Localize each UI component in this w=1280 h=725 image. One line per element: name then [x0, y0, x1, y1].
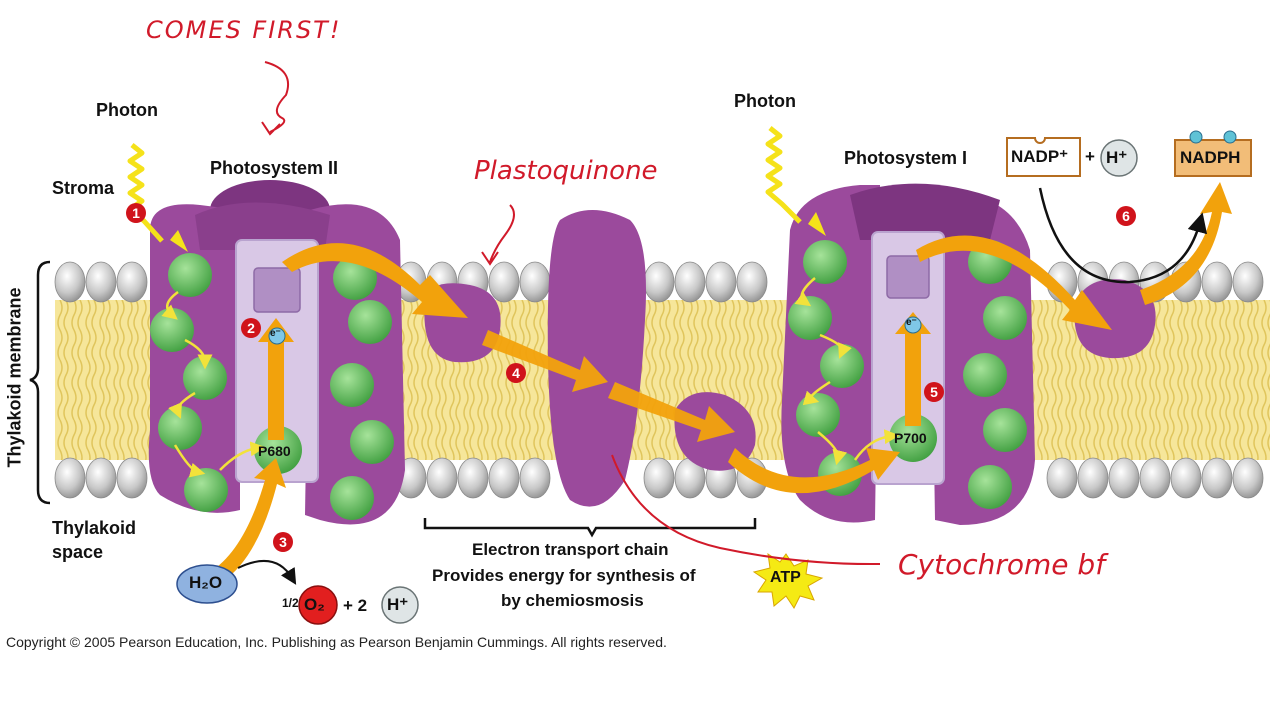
nadph-h-dot [1189, 130, 1203, 144]
step-badge-2: 2 [241, 318, 261, 338]
annotation-comes-first: COMES FIRST! [146, 16, 342, 44]
lipid-head [116, 261, 148, 303]
proton-top-circle [1100, 139, 1138, 177]
copyright-text: Copyright © 2005 Pearson Education, Inc.… [6, 634, 667, 650]
photosystem-i-label: Photosystem I [844, 148, 968, 168]
electron-right-circle [904, 316, 922, 334]
energy-transfer-arrows [161, 277, 900, 478]
lipid-head [1108, 457, 1140, 499]
lipid-head [1077, 457, 1109, 499]
lipid-head [736, 261, 768, 303]
annotation-plastoquinone: Plastoquinone [474, 156, 658, 186]
lipid-head [519, 457, 551, 499]
lipid-head [1046, 457, 1078, 499]
lipid-head [1170, 457, 1202, 499]
nadp-box [1006, 137, 1081, 177]
cytochrome-complex [547, 210, 646, 507]
membrane-bracket [29, 260, 51, 505]
annotation-arrow-comes-first [261, 61, 290, 136]
step-badge-1: 1 [126, 203, 146, 223]
stroma-label: Stroma [52, 178, 115, 198]
annotation-arrow-plastoquinone [481, 204, 515, 266]
step-badge-5: 5 [924, 382, 944, 402]
lipid-head [116, 457, 148, 499]
lipid-head [519, 261, 551, 303]
etc-chemiosmosis: by chemiosmosis [501, 591, 644, 610]
photon-label-right: Photon [734, 91, 796, 111]
lipid-heads-bottom [54, 457, 1264, 499]
etc-subtitle: Provides energy for synthesis of [432, 566, 696, 585]
lipid-head [1201, 261, 1233, 303]
electron-label-right: e⁻ [906, 317, 917, 328]
lipid-head [1139, 457, 1171, 499]
electron-label-left: e⁻ [270, 328, 281, 339]
oxygen-label: O₂ [304, 595, 325, 614]
ps2-chlorophylls [150, 253, 394, 520]
proton-top-label: H⁺ [1106, 148, 1128, 167]
photon-arrow-right [808, 212, 826, 236]
nadp-reductase-blob [1074, 279, 1156, 359]
oxygen-circle [298, 585, 338, 625]
thylakoid-membrane-label: Thylakoid membrane [4, 287, 25, 468]
photon-arrow-left [170, 230, 188, 252]
proton-bottom-circle [381, 586, 419, 624]
thylakoid-space-label-1: Thylakoid [52, 518, 137, 538]
lipid-head [488, 261, 520, 303]
lipid-head [643, 261, 675, 303]
proton-bottom-label: H⁺ [387, 595, 409, 614]
step-badge-6: 6 [1116, 206, 1136, 226]
photosystem-ii-label: Photosystem II [210, 158, 339, 178]
p680-label: P680 [258, 443, 291, 459]
annotation-cytochrome: Cytochrome bf [898, 548, 1106, 581]
step-badge-4: 4 [506, 363, 526, 383]
nadph-h-dot [1223, 130, 1237, 144]
nadp-reaction-arrow [1038, 187, 1208, 284]
thylakoid-space-label-2: space [52, 542, 104, 562]
lipid-head [54, 457, 86, 499]
atp-starburst [752, 552, 824, 609]
lipid-head [705, 261, 737, 303]
photon-label-left: Photon [96, 100, 158, 120]
lipid-head [457, 457, 489, 499]
lipid-head [1232, 457, 1264, 499]
lipid-head [643, 457, 675, 499]
step-badge-3: 3 [273, 532, 293, 552]
atp-label: ATP [770, 569, 801, 586]
water-oval [176, 564, 238, 604]
lipid-head [1232, 261, 1264, 303]
etc-bracket [423, 518, 757, 538]
electron-flow-arrows [210, 182, 1232, 582]
water-label: H₂O [189, 573, 223, 592]
nadph-label: NADPH [1180, 148, 1241, 167]
lipid-head [85, 457, 117, 499]
nadp-label: NADP⁺ [1011, 147, 1069, 166]
photon-squiggle-right [765, 126, 802, 224]
electron-left-circle [268, 327, 286, 345]
half-label: 1/2 [282, 596, 299, 610]
etc-title: Electron transport chain [472, 540, 669, 559]
lipid-head [426, 457, 458, 499]
plus-two-label: + 2 [343, 596, 368, 615]
annotation-line-cytochrome [611, 454, 881, 566]
lipid-head [1201, 457, 1233, 499]
lipid-head [488, 457, 520, 499]
lipid-head [54, 261, 86, 303]
p700-label: P700 [894, 430, 927, 446]
plus-label: + [1085, 147, 1095, 166]
lipid-head [674, 261, 706, 303]
lipid-head [85, 261, 117, 303]
nadph-box [1174, 139, 1252, 177]
water-split-arrow [237, 560, 297, 585]
